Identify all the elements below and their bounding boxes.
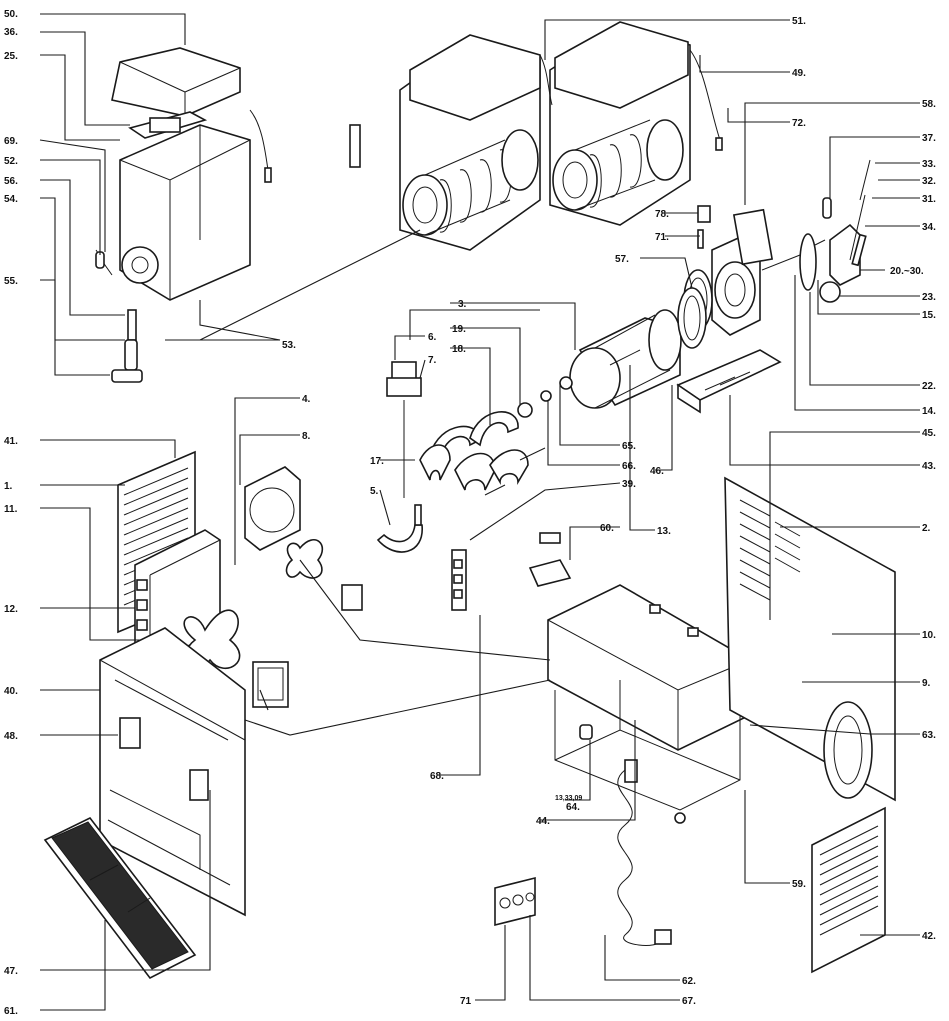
label-43: 43.: [922, 461, 936, 472]
label-12: 12.: [4, 604, 18, 615]
single-bowl-hopper-assembly: [95, 47, 272, 383]
label-13: 13.: [657, 526, 671, 537]
callout-labels: 50. 36. 25. 69. 52. 56. 54. 55. 41. 1. 1…: [4, 9, 936, 1017]
label-5: 5.: [370, 486, 379, 497]
label-56: 56.: [4, 176, 18, 187]
label-11: 11.: [4, 504, 18, 515]
label-4: 4.: [302, 394, 311, 405]
label-41: 41.: [4, 436, 18, 447]
label-42: 42.: [922, 931, 936, 942]
drip-tray: [676, 349, 782, 414]
label-32: 32.: [922, 176, 936, 187]
air-filter: [43, 816, 197, 980]
label-20-30: 20.~30.: [890, 266, 924, 277]
label-46: 46.: [650, 466, 664, 477]
label-47: 47.: [4, 966, 18, 977]
small-clip-part: [349, 124, 361, 168]
auger-springs: [419, 411, 546, 496]
label-60: 60.: [600, 523, 614, 534]
label-33: 33.: [922, 159, 936, 170]
label-19: 19.: [452, 324, 466, 335]
evaporator-cylinder: [517, 287, 707, 418]
label-15: 15.: [922, 310, 936, 321]
main-frame-chassis: [528, 532, 751, 824]
front-base-panel: [99, 627, 246, 917]
label-78: 78.: [655, 209, 669, 220]
leader-lines: [39, 13, 920, 1011]
label-9: 9.: [922, 678, 931, 689]
label-6: 6.: [428, 332, 437, 343]
label-2: 2.: [922, 523, 931, 534]
label-48: 48.: [4, 731, 18, 742]
label-17: 17.: [370, 456, 384, 467]
label-63: 63.: [922, 730, 936, 741]
label-50: 50.: [4, 9, 18, 20]
label-40: 40.: [4, 686, 18, 697]
label-14: 14.: [922, 406, 936, 417]
pump-unit: [451, 549, 467, 611]
rear-drive-assembly: [683, 159, 871, 336]
label-3: 3.: [458, 299, 467, 310]
label-72: 72.: [792, 118, 806, 129]
label-71-bottom: 71: [460, 996, 472, 1007]
label-57: 57.: [615, 254, 629, 265]
label-61: 61.: [4, 1006, 18, 1017]
label-37: 37.: [922, 133, 936, 144]
label-45: 45.: [922, 428, 936, 439]
label-25: 25.: [4, 51, 18, 62]
label-68: 68.: [430, 771, 444, 782]
label-8: 8.: [302, 431, 311, 442]
label-1: 1.: [4, 481, 13, 492]
label-34: 34.: [922, 222, 936, 233]
label-18: 18.: [452, 344, 466, 355]
label-44: 44.: [536, 816, 550, 827]
label-51: 51.: [792, 16, 806, 27]
label-53: 53.: [282, 340, 296, 351]
label-52: 52.: [4, 156, 18, 167]
label-69: 69.: [4, 136, 18, 147]
condenser-fan-shroud: [823, 701, 873, 799]
gear-motor-and-drip-tray: [376, 361, 423, 553]
power-cord: [617, 759, 672, 946]
label-36: 36.: [4, 27, 18, 38]
rocker-switches: [494, 876, 536, 927]
label-59: 59.: [792, 879, 806, 890]
side-grille: [811, 806, 886, 974]
label-66: 66.: [622, 461, 636, 472]
label-65: 65.: [622, 441, 636, 452]
label-22: 22.: [922, 381, 936, 392]
label-71: 71.: [655, 232, 669, 243]
label-58: 58.: [922, 99, 936, 110]
label-7: 7.: [428, 355, 437, 366]
double-bowl-hopper-assembly: [399, 21, 723, 251]
label-49: 49.: [792, 68, 806, 79]
label-31: 31.: [922, 194, 936, 205]
label-54: 54.: [4, 194, 18, 205]
label-55: 55.: [4, 276, 18, 287]
label-23: 23.: [922, 292, 936, 303]
condenser-fan-motor: [183, 466, 363, 708]
label-10: 10.: [922, 630, 936, 641]
label-39: 39.: [622, 479, 636, 490]
label-67: 67.: [682, 996, 696, 1007]
label-64: 64.: [566, 802, 580, 813]
label-62: 62.: [682, 976, 696, 987]
label-64-sub: 13,33,09: [555, 795, 582, 802]
